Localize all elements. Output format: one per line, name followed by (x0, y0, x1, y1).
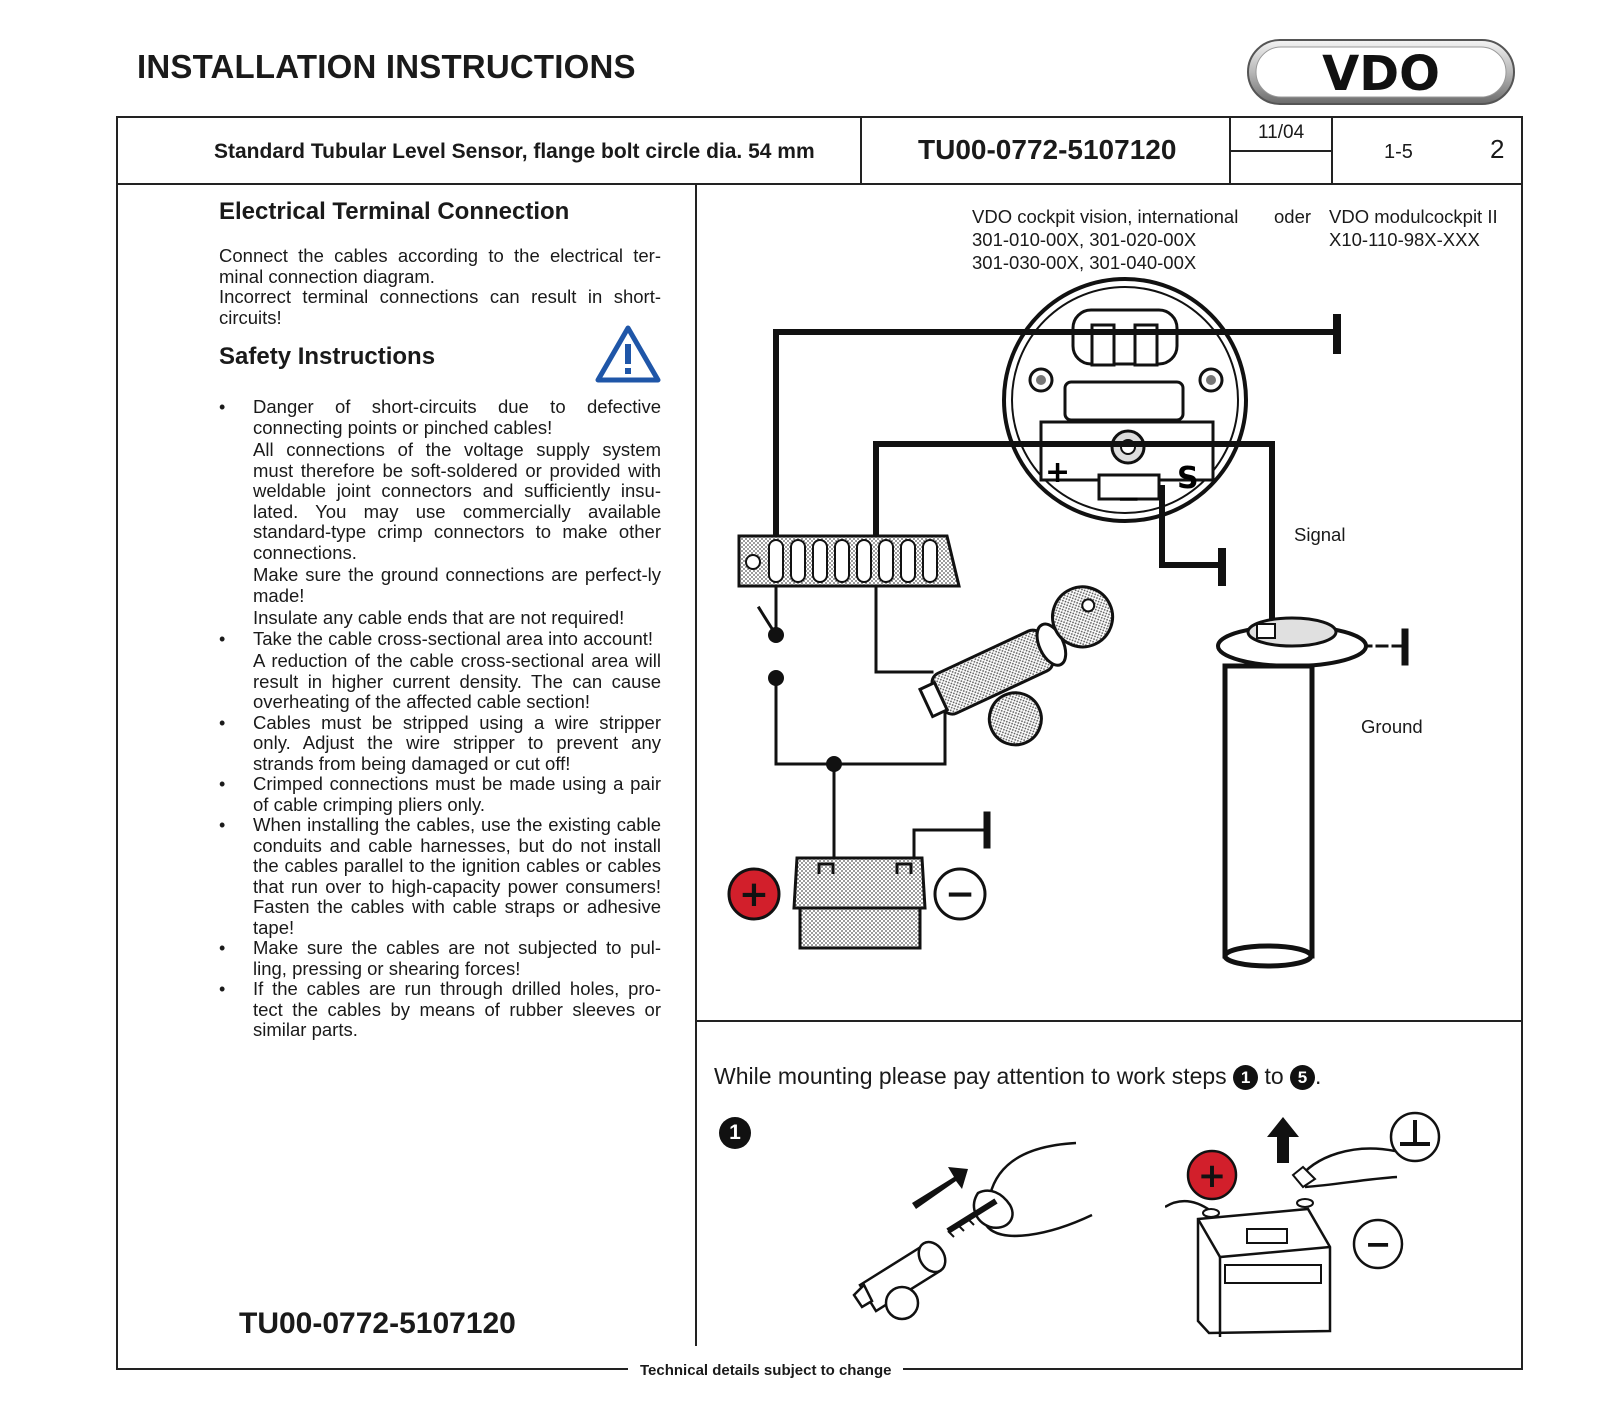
header-doc-number: TU00-0772-5107120 (918, 134, 1177, 165)
step-1-badge: 1 (719, 1117, 751, 1149)
header-date-divider (1229, 150, 1331, 152)
safety-bullet: • Take the cable cross-sectional area int… (219, 627, 661, 713)
ground-label: Ground (1361, 716, 1423, 737)
electrical-paragraph: Incorrect terminal connections can resul… (219, 286, 661, 328)
footer-doc-number: TU00-0772-5107120 (239, 1307, 516, 1340)
safety-bullet: • When installing the cables, use the exi… (219, 814, 661, 938)
remove-ignition-key-illustration (852, 1141, 1093, 1321)
safety-bullet-text: Cables must be stripped using a wire str… (253, 711, 661, 774)
disconnect-battery-illustration (1165, 1117, 1398, 1337)
terminal-minus-label: − (1117, 482, 1140, 515)
product-codes-1b: 301-030-00X, 301-040-00X (972, 252, 1197, 273)
safety-bullet: • If the cables are run through drilled h… (219, 978, 661, 1041)
mounting-note-text: While mounting please pay attention to w… (714, 1063, 1227, 1089)
header-col-divider (860, 116, 862, 183)
safety-bullet-text: Danger of short-circuits due to defectiv… (253, 396, 661, 438)
electrical-heading: Electrical Terminal Connection (219, 198, 570, 225)
svg-text:+: + (739, 874, 769, 915)
header-divider (116, 183, 1523, 185)
battery-illustration (792, 856, 927, 950)
header-col-divider (1229, 116, 1231, 183)
terminal-plus-label: + (1045, 455, 1070, 490)
mounting-note-period: . (1315, 1063, 1322, 1089)
page-number: 2 (1490, 134, 1505, 164)
signal-label: Signal (1294, 524, 1346, 545)
gauge-illustration (1002, 277, 1248, 523)
safety-bullet-text: When installing the cables, use the exis… (253, 814, 661, 938)
safety-heading: Safety Instructions (219, 343, 436, 370)
footer-note: Technical details subject to change (628, 1362, 904, 1379)
header-col-divider (1331, 116, 1333, 183)
mounting-note: While mounting please pay attention to w… (714, 1063, 1321, 1090)
product-line-1: VDO cockpit vision, international (972, 206, 1239, 227)
step-1-marker: 1 (1233, 1065, 1259, 1090)
bullet-dot: • (219, 815, 226, 835)
safety-bullet-detail: All connections of the voltage supply sy… (253, 439, 661, 563)
safety-bullet-detail: Insulate any cable ends that are not req… (253, 607, 625, 628)
svg-text:+: + (1198, 1156, 1227, 1196)
warning-triangle-icon (595, 325, 661, 383)
or-label: oder (1274, 206, 1312, 227)
product-codes-2: X10-110-98X-XXX (1329, 229, 1480, 250)
vdo-logo: VDO (1247, 39, 1515, 105)
svg-text:VDO: VDO (1322, 46, 1440, 102)
safety-bullet-text: Make sure the cables are not subjected t… (253, 937, 661, 979)
product-name: Standard Tubular Level Sensor, flange bo… (214, 140, 815, 163)
battery-minus-symbol (933, 867, 987, 921)
minus-symbol-icon: − (1352, 1218, 1404, 1270)
safety-bullet-text: Crimped connections must be made using a… (253, 773, 661, 815)
product-line-2: VDO modulcockpit II (1329, 206, 1498, 227)
safety-bullet: • Make sure the cables are not subjected … (219, 937, 661, 979)
column-divider (695, 183, 697, 1346)
fuse-box-illustration (737, 534, 961, 588)
safety-bullet-text: If the cables are run through drilled ho… (253, 978, 661, 1040)
mounting-note-to: to (1264, 1063, 1284, 1089)
ground-symbol-icon (1389, 1111, 1441, 1163)
safety-bullet-detail: A reduction of the cable cross-sectional… (253, 650, 661, 712)
terminal-s-label: S (1177, 461, 1199, 496)
bullet-dot: • (219, 979, 226, 999)
battery-plus-symbol (727, 867, 781, 921)
safety-bullet-text: Take the cable cross-sectional area into… (253, 627, 654, 649)
electrical-paragraph: Connect the cables according to the elec… (219, 245, 661, 287)
bullet-dot: • (219, 628, 226, 649)
safety-bullet: • Cables must be stripped using a wire st… (219, 711, 661, 775)
ignition-switch-illustration (917, 585, 1115, 747)
plus-symbol-icon: + (1186, 1149, 1238, 1201)
svg-text:−: − (1365, 1225, 1392, 1263)
level-sensor-illustration (1216, 616, 1368, 969)
header-page-range: 1-5 (1384, 141, 1413, 163)
bullet-dot: • (219, 712, 226, 733)
electrical-text: Connect the cables according to the elec… (219, 245, 661, 328)
bullet-dot: • (219, 774, 226, 794)
bullet-dot: • (219, 938, 226, 958)
document-title: INSTALLATION INSTRUCTIONS (137, 48, 636, 85)
header-date: 11/04 (1258, 122, 1305, 143)
step-5-marker: 5 (1290, 1065, 1316, 1090)
safety-list: • Danger of short-circuits due to defecti… (219, 396, 661, 1041)
product-codes-1a: 301-010-00X, 301-020-00X (972, 229, 1197, 250)
safety-bullet-detail: Make sure the ground connections are per… (253, 564, 661, 606)
svg-text:−: − (945, 874, 975, 915)
safety-bullet: • Danger of short-circuits due to defecti… (219, 396, 661, 629)
diagram-divider (695, 1020, 1523, 1022)
bullet-dot: • (219, 397, 226, 417)
safety-bullet: • Crimped connections must be made using … (219, 773, 661, 815)
wiring-diagram: + − S (727, 277, 1409, 969)
